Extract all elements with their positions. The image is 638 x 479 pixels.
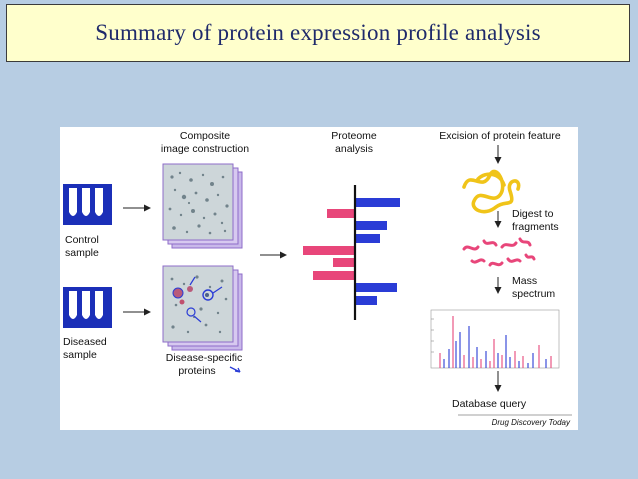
workflow-diagram: Composite image construction Proteome an… xyxy=(63,130,572,427)
control-gel-stack xyxy=(162,163,243,249)
slide-title: Summary of protein expression profile an… xyxy=(95,20,541,45)
diseased-label-2: sample xyxy=(63,349,97,361)
header-composite-2: image construction xyxy=(161,143,249,155)
peptide-fragments xyxy=(462,237,536,267)
control-label-2: sample xyxy=(65,247,99,259)
title-banner: Summary of protein expression profile an… xyxy=(6,4,630,62)
digest-label-2: fragments xyxy=(512,221,559,233)
header-composite-1: Composite xyxy=(180,130,230,142)
database-query-label: Database query xyxy=(452,398,527,410)
control-sample-tubes xyxy=(63,184,112,225)
digest-label-1: Digest to xyxy=(512,208,554,220)
control-label-1: Control xyxy=(65,234,99,246)
diseased-label-1: Diseased xyxy=(63,336,107,348)
header-excision: Excision of protein feature xyxy=(439,130,561,142)
diseased-sample-tubes xyxy=(63,287,112,328)
mass-label-2: spectrum xyxy=(512,288,555,300)
credit-label: Drug Discovery Today xyxy=(492,418,571,427)
header-proteome-1: Proteome xyxy=(331,130,377,142)
disease-specific-label-2: proteins xyxy=(178,365,215,377)
header-proteome-2: analysis xyxy=(335,143,373,155)
protein-feature-squiggle xyxy=(462,169,521,214)
proteome-bar-chart xyxy=(303,185,400,320)
mass-label-1: Mass xyxy=(512,275,537,287)
diseased-gel-stack xyxy=(162,265,243,351)
figure-panel: Composite image construction Proteome an… xyxy=(60,127,578,430)
small-blue-arrow-icon xyxy=(229,366,241,373)
disease-specific-label-1: Disease-specific xyxy=(166,352,242,364)
mass-spectrum-plot xyxy=(430,309,560,369)
